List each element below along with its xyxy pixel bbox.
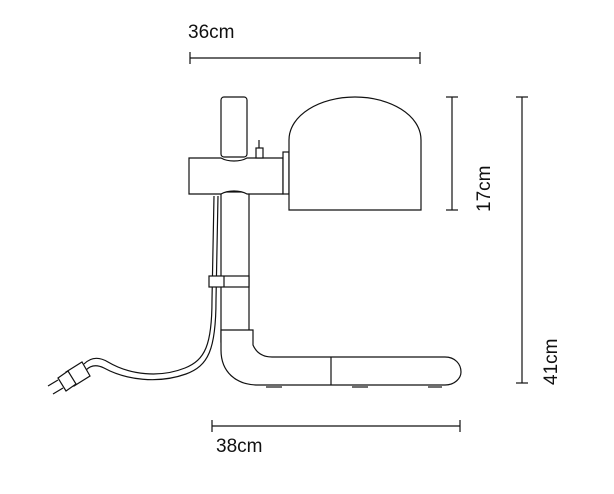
- dimension-label-top-width: 36cm: [188, 22, 234, 43]
- dimension-label-base-width: 38cm: [216, 436, 262, 457]
- lamp-stem: [220, 191, 250, 343]
- dimension-base-width: 38cm: [211, 420, 461, 457]
- switch-icon: [255, 140, 264, 159]
- lamp-joint-block: [188, 157, 284, 195]
- dimension-shade-height: 17cm: [446, 96, 495, 212]
- lamp-shade: [288, 96, 422, 211]
- plug-icon: [47, 361, 91, 395]
- power-cord-inner: [85, 195, 219, 381]
- lamp-illustration: [47, 96, 462, 395]
- power-cord: [83, 195, 215, 375]
- dimension-total-height: 41cm: [516, 96, 562, 385]
- dimension-top-width: 36cm: [188, 22, 421, 64]
- stem-collar: [208, 275, 250, 288]
- dimension-label-shade-height: 17cm: [474, 166, 495, 212]
- lamp-upper-pole: [220, 96, 248, 158]
- dimension-label-total-height: 41cm: [541, 339, 562, 385]
- lamp-base-tube: [220, 329, 462, 386]
- shade-mount: [282, 151, 290, 195]
